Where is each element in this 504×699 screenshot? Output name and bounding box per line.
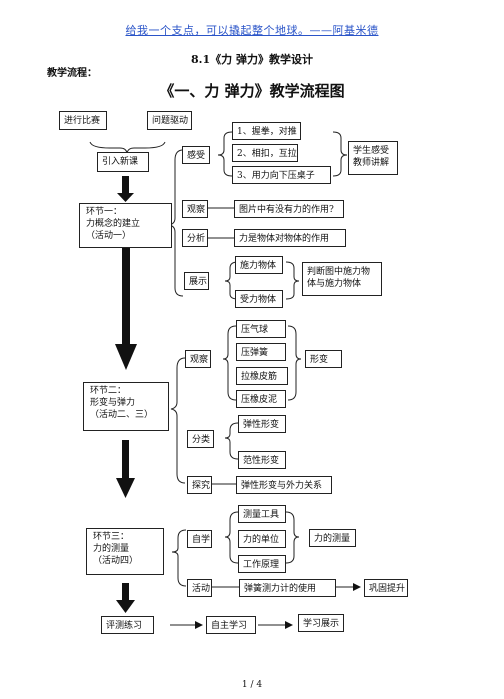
observe2-box: 观察 <box>185 350 211 368</box>
stage3-box: 环节三： 力的测量 （活动四） <box>86 528 164 575</box>
show-note-box: 判断图中施力物 体与施力物体 <box>302 262 382 296</box>
chart-title: 《一、力 弹力》教学流程图 <box>159 82 345 100</box>
observe1-box: 观察 <box>182 200 208 218</box>
self-item-1: 测量工具 <box>238 505 286 523</box>
intro-box: 引入新课 <box>97 152 149 172</box>
consolidate-box: 巩固提升 <box>364 579 408 597</box>
measure-box: 力的测量 <box>309 529 356 547</box>
start-problem-box: 问题驱动 <box>147 111 192 130</box>
observe2-item-4: 压橡皮泥 <box>236 390 286 408</box>
show-box: 展示 <box>184 272 209 290</box>
observe2-item-1: 压气球 <box>236 320 286 338</box>
classify-item-2: 范性形变 <box>238 451 286 469</box>
explore-text: 弹性形变与外力关系 <box>236 476 332 494</box>
self-item-3: 工作原理 <box>238 555 286 573</box>
feel-note-box: 学生感受 教师讲解 <box>348 141 398 175</box>
feel-item-1: 1、握拳，对推 <box>232 122 301 140</box>
deform-box: 形变 <box>305 350 342 368</box>
self-item-2: 力的单位 <box>238 530 286 548</box>
observe2-item-3: 拉橡皮筋 <box>236 367 288 385</box>
observe1-text: 图片中有没有力的作用? <box>234 200 344 218</box>
start-competition-box: 进行比赛 <box>59 111 107 130</box>
classify-box: 分类 <box>187 430 214 448</box>
evaluate-box: 评测练习 <box>101 616 154 634</box>
document-title: 8.1《力 弹力》教学设计 <box>191 53 313 66</box>
classify-item-1: 弹性形变 <box>238 415 286 433</box>
analyze-box: 分析 <box>182 229 208 247</box>
stage2-box: 环节二： 形变与弹力 （活动二、三） <box>83 382 169 431</box>
show-item-2: 受力物体 <box>235 290 283 308</box>
flow-label: 教学流程： <box>47 68 97 79</box>
stage1-box: 环节一： 力概念的建立 （活动一） <box>79 203 172 248</box>
show-item-1: 施力物体 <box>235 256 283 274</box>
explore-box: 探究 <box>187 476 212 494</box>
header-quote: 给我一个支点，可以撬起整个地球。——阿基米德 <box>125 24 379 37</box>
present-box: 学习展示 <box>298 614 344 632</box>
feel-item-3: 3、用力向下压桌子 <box>232 166 331 184</box>
activity-box: 活动 <box>187 579 212 597</box>
autonomous-box: 自主学习 <box>206 616 256 634</box>
self-study-box: 自学 <box>187 530 212 548</box>
activity-text: 弹簧测力计的使用 <box>239 579 336 597</box>
observe2-item-2: 压弹簧 <box>236 343 286 361</box>
page-number: 1 / 4 <box>241 680 263 690</box>
feel-item-2: 2、相扣，互拉 <box>232 144 298 162</box>
feel-box: 感受 <box>182 146 210 164</box>
analyze-text: 力是物体对物体的作用 <box>234 229 346 247</box>
